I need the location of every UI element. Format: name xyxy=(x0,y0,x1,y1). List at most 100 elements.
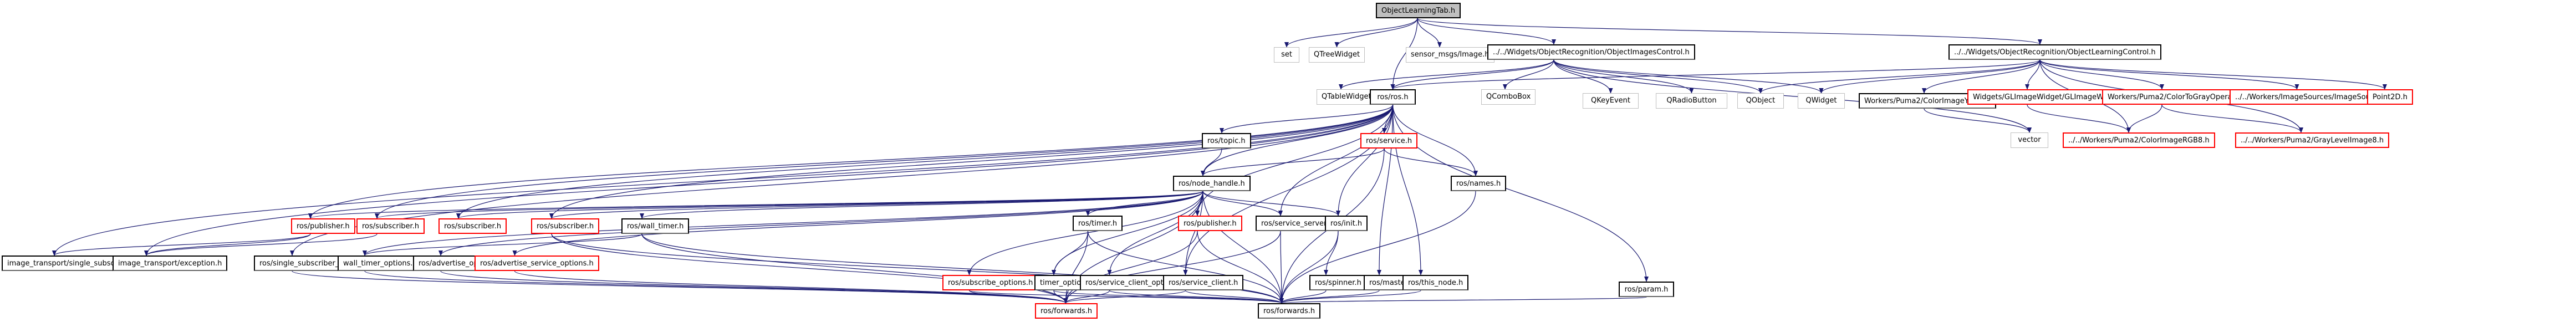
edge-ros_publisher_b-to-fwd xyxy=(1197,231,1284,304)
edge-advertise_service_options-to-fwd_red xyxy=(514,270,1068,304)
edge-ros_ros-to-ros_subscriber_a xyxy=(375,104,1394,219)
node-ros-node-handle[interactable]: ros/node_handle.h xyxy=(1173,176,1251,191)
edge-ros_node_handle-to-fwd xyxy=(1202,191,1284,304)
edge-olc-to-imgsrc xyxy=(2039,59,2299,90)
node-ros-subscriber-c: ros/subscriber.h xyxy=(531,218,600,234)
edge-olc-to-glimage xyxy=(2025,59,2041,90)
node-ros-subscriber-a: ros/subscriber.h xyxy=(356,218,425,234)
edge-oic-to-ros_ros xyxy=(1390,59,1554,90)
edge-oic-to-qcombobox xyxy=(1503,59,1554,90)
edge-service_client-to-fwd_red xyxy=(1063,290,1186,304)
node-qtablewidget: QTableWidget xyxy=(1317,89,1376,105)
edge-ctgo-to-gray8 xyxy=(2161,104,2303,133)
edge-this_node-to-fwd xyxy=(1279,290,1421,304)
edge-ros_node_handle-to-wall_timer_options xyxy=(363,191,1203,256)
edge-ros_node_handle-to-ros_service_server xyxy=(1202,191,1283,216)
edge-ros_ros-to-ros_subscriber_b xyxy=(456,104,1394,219)
node-qradiobutton: QRadioButton xyxy=(1656,93,1727,109)
edge-ros_publisher_a-to-it_exception xyxy=(144,233,311,256)
node-ros-topic[interactable]: ros/topic.h xyxy=(1202,133,1251,149)
edge-yuv8-to-vector xyxy=(1924,108,2032,133)
edge-ros_ros-to-it_ssp xyxy=(52,104,1394,256)
edge-root-to-olc xyxy=(1417,18,2042,45)
edge-root-to-qtreewidget xyxy=(1334,18,1418,48)
edge-oic-to-qtablewidget xyxy=(1339,59,1554,90)
edge-ros_wall_timer-to-wall_timer_options xyxy=(363,233,642,256)
edge-ros_publisher_a-to-it_ssp xyxy=(52,233,311,256)
edge-ros_timer-to-fwd xyxy=(1087,231,1284,304)
edge-oic-to-qkeyevent xyxy=(1553,59,1613,94)
edge-ros_topic-to-ros_node_handle xyxy=(1201,148,1222,176)
edge-ros_node_handle-to-service_client_options xyxy=(1107,191,1203,275)
edge-ros_init-to-fwd xyxy=(1279,231,1339,304)
edge-ros_service-to-ros_names xyxy=(1384,148,1478,176)
edge-ctgo-to-rgb8 xyxy=(2126,104,2162,133)
edge-ros_node_handle-to-advertise_options xyxy=(438,191,1203,256)
edge-master-to-fwd xyxy=(1279,290,1380,304)
node-this-node[interactable]: ros/this_node.h xyxy=(1402,275,1469,290)
node-qkeyevent: QKeyEvent xyxy=(1583,93,1639,109)
node-fwd-red: ros/forwards.h xyxy=(1035,303,1098,319)
edge-ros_node_handle-to-service_client xyxy=(1183,191,1203,275)
edge-ros_node_handle-to-ros_subscriber_c xyxy=(549,191,1203,219)
edge-glimage-to-rgb8 xyxy=(2027,104,2131,133)
edge-service_client_options-to-fwd xyxy=(1109,290,1284,304)
edge-timer_options-to-fwd xyxy=(1053,290,1284,304)
node-olc[interactable]: ../../Widgets/ObjectRecognition/ObjectLe… xyxy=(1948,44,2161,60)
edge-ros_ros-to-ros_subscriber_c xyxy=(549,104,1394,219)
edge-ros_publisher_b-to-fwd_red xyxy=(1063,231,1198,304)
edge-ros_node_handle-to-ros_wall_timer xyxy=(640,191,1203,219)
edge-oic-to-vector xyxy=(1553,59,2032,133)
edge-ros_ros-to-ros_node_handle xyxy=(1201,104,1394,176)
edge-olc-to-qobject xyxy=(1758,59,2041,94)
node-param[interactable]: ros/param.h xyxy=(1619,282,1674,297)
node-vector: vector xyxy=(2011,132,2048,148)
edge-ros_timer-to-timer_options xyxy=(1052,231,1089,275)
node-fwd[interactable]: ros/forwards.h xyxy=(1258,303,1321,319)
edge-ros_ros-to-it_exception xyxy=(144,104,1394,256)
edge-ros_ros-to-master xyxy=(1377,104,1394,275)
node-ros-ros[interactable]: ros/ros.h xyxy=(1370,89,1416,105)
node-ros-service: ros/service.h xyxy=(1360,133,1418,149)
node-ctgo: Workers/Puma2/ColorToGrayOperator.h xyxy=(2102,89,2254,105)
edge-olc-to-ros_ros xyxy=(1390,59,2041,90)
node-ros-publisher-a: ros/publisher.h xyxy=(291,218,355,234)
node-qwidget: QWidget xyxy=(1798,93,1845,109)
node-oic[interactable]: ../../Widgets/ObjectRecognition/ObjectIm… xyxy=(1487,44,1695,60)
node-ros-publisher-b: ros/publisher.h xyxy=(1178,216,1242,231)
node-qobject: QObject xyxy=(1737,93,1784,109)
node-wall-timer-options[interactable]: wall_timer_options.h xyxy=(338,255,423,271)
edge-ros_ros-to-ros_publisher_b xyxy=(1195,104,1394,216)
edge-root-to-oic xyxy=(1417,18,1556,45)
node-ros-names[interactable]: ros/names.h xyxy=(1451,176,1507,191)
edge-ros_node_handle-to-advertise_service_options xyxy=(512,191,1203,256)
edge-ros_wall_timer-to-fwd_red xyxy=(641,233,1068,304)
node-it-exception[interactable]: image_transport/exception.h xyxy=(113,255,228,271)
node-point2d: Point2D.h xyxy=(2367,89,2413,105)
edge-advertise_options-to-fwd_red xyxy=(440,270,1068,304)
edge-ros_service_server-to-fwd xyxy=(1279,231,1284,304)
edge-ros_ros-to-ros_init xyxy=(1336,104,1394,216)
edge-ros_ros-to-ros_publisher_a xyxy=(308,104,1394,219)
edge-ros_names-to-fwd xyxy=(1279,191,1476,304)
node-ros-subscriber-b: ros/subscriber.h xyxy=(438,218,507,234)
edge-ros_node_handle-to-ros_subscriber_b xyxy=(456,191,1203,219)
node-ros-timer[interactable]: ros/timer.h xyxy=(1073,216,1123,231)
edge-ros_node_handle-to-timer_options xyxy=(1052,191,1203,275)
node-sensor-image: sensor_msgs/Image.h xyxy=(1406,47,1494,63)
edge-ros_ros-to-param xyxy=(1392,104,1649,282)
node-spinner[interactable]: ros/spinner.h xyxy=(1309,275,1367,290)
node-ros-init[interactable]: ros/init.h xyxy=(1325,216,1368,231)
node-ros-wall-timer[interactable]: ros/wall_timer.h xyxy=(621,218,690,234)
node-service-client[interactable]: ros/service_client.h xyxy=(1163,275,1244,290)
edge-ros_service-to-ros_node_handle xyxy=(1201,148,1385,176)
node-qtreewidget: QTreeWidget xyxy=(1309,47,1365,63)
edge-root-to-sensor_image xyxy=(1417,18,1442,48)
edge-subscribe_options-to-fwd_red xyxy=(968,290,1068,304)
edge-oic-to-qobject xyxy=(1553,59,1763,94)
node-root[interactable]: ObjectLearningTab.h xyxy=(1376,3,1461,18)
edge-ros_ros-to-ros_names xyxy=(1392,104,1478,176)
node-advertise-service-options: ros/advertise_service_options.h xyxy=(475,255,599,271)
node-ros-service-server[interactable]: ros/service_server.h xyxy=(1256,216,1339,231)
node-subscribe-options: ros/subscribe_options.h xyxy=(942,275,1039,290)
